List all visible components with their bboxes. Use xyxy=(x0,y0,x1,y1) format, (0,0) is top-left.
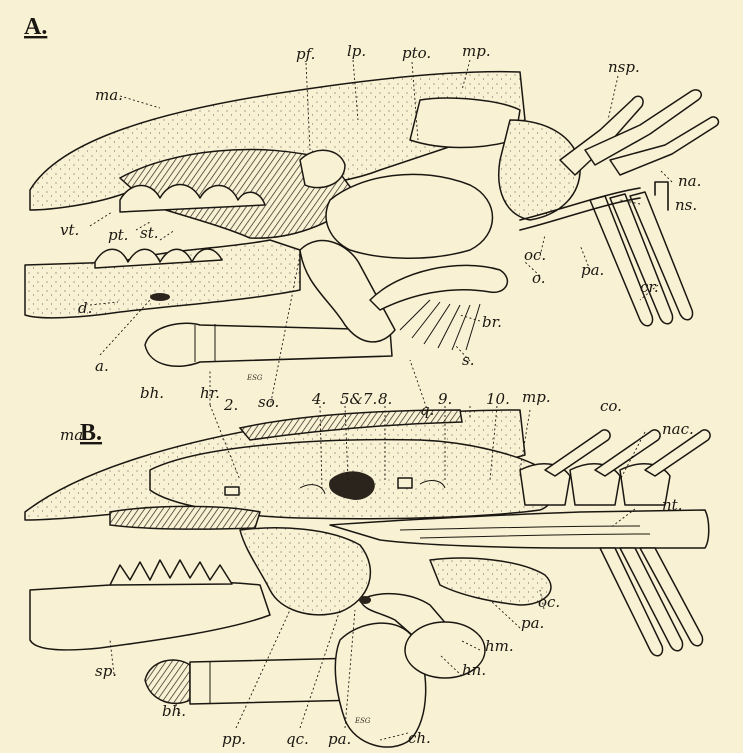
label-a-nsp: nsp. xyxy=(608,58,640,76)
label-b-bh: bh. xyxy=(162,702,186,720)
label-a-vt: vt. xyxy=(60,221,79,239)
label-a-st: st. xyxy=(140,224,159,242)
label-b-pp: pp. xyxy=(222,730,246,748)
label-b-pa-lower: pa. xyxy=(328,730,351,748)
label-a-a: a. xyxy=(95,357,109,375)
label-a-cr: cr. xyxy=(640,278,659,296)
label-b-oc: oc. xyxy=(538,593,560,611)
label-b-nac: nac. xyxy=(662,420,694,438)
label-a-so: so. xyxy=(258,393,279,411)
label-b-4: 4. xyxy=(311,390,326,408)
label-b-sp: sp. xyxy=(95,662,117,680)
label-b-5and7: 5&7. xyxy=(340,390,377,408)
label-b-nt: nt. xyxy=(662,496,682,514)
panel-b-drawing xyxy=(25,410,710,747)
label-b-ch: ch. xyxy=(408,729,431,747)
label-b-10: 10. xyxy=(486,390,510,408)
label-b-qc: qc. xyxy=(286,730,309,748)
label-a-pa: pa. xyxy=(581,261,604,279)
label-b-mp: mp. xyxy=(522,388,551,406)
label-b-ma: ma. xyxy=(60,426,88,444)
label-b-co: co. xyxy=(600,397,622,415)
label-b-2: 2. xyxy=(223,396,238,414)
label-a-s: s. xyxy=(462,351,474,369)
label-a-ns: ns. xyxy=(675,196,697,214)
label-a-o: o. xyxy=(532,269,546,287)
label-a-mp: mp. xyxy=(462,42,491,60)
label-a-br: br. xyxy=(482,313,502,331)
label-a-lp: lp. xyxy=(347,42,366,60)
label-a-na: na. xyxy=(678,172,701,190)
signature-a: ESG xyxy=(246,374,263,382)
signature-b: ESG xyxy=(354,717,371,725)
label-b-hn: hn. xyxy=(462,661,486,679)
label-a-bh: bh. xyxy=(140,384,164,402)
label-b-9: 9. xyxy=(438,390,452,408)
label-a-d: d. xyxy=(78,299,92,317)
label-a-pto: pto. xyxy=(402,44,431,62)
label-a-pt: pt. xyxy=(108,226,128,244)
panel-a-heading: A. xyxy=(24,14,47,40)
label-b-pa-upper: pa. xyxy=(521,614,544,632)
label-a-hr: hr. xyxy=(200,384,220,402)
label-a-oc: oc. xyxy=(524,246,546,264)
label-a-q: q. xyxy=(420,401,434,419)
label-b-8: 8. xyxy=(378,390,392,408)
label-b-hm: hm. xyxy=(485,637,514,655)
label-a-pf: pf. xyxy=(296,45,315,63)
label-a-ma: ma. xyxy=(95,86,123,104)
panel-a-drawing xyxy=(25,72,718,367)
